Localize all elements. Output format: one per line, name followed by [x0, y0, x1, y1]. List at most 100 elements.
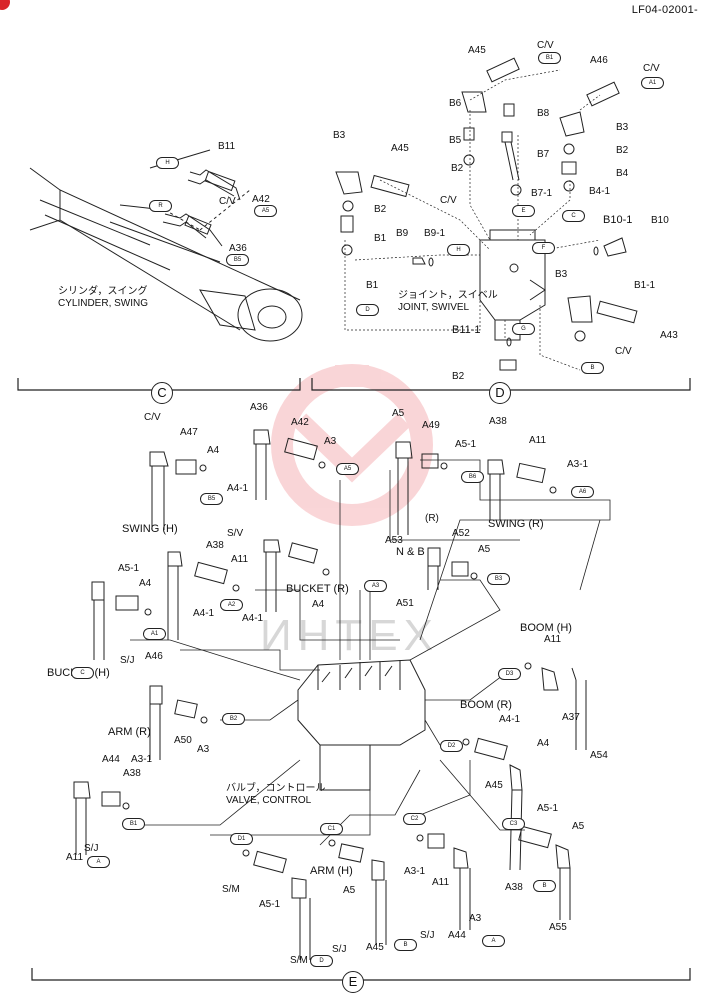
part-label: B2: [616, 145, 629, 156]
fittings-d: [335, 57, 638, 371]
hose-a42-c: [187, 169, 241, 201]
part-label: B1-1: [634, 280, 656, 291]
part-label: A4-1: [227, 483, 249, 494]
part-label: A45: [468, 45, 486, 56]
part-label: A36: [250, 402, 268, 413]
document-id: LF04-02001-: [631, 4, 698, 16]
connection-tag: B: [581, 362, 604, 374]
part-label: A38: [123, 768, 141, 779]
caption-cylinder-jp: シリンダ，スイング: [58, 286, 148, 297]
part-label: A45: [391, 143, 409, 154]
part-label: S/J: [120, 655, 135, 666]
connection-tag: C: [562, 210, 585, 222]
caption-joint-en: JOINT, SWIVEL: [398, 302, 470, 313]
part-label: A45: [366, 942, 384, 953]
connection-tag: A: [87, 856, 110, 868]
caption-cylinder-en: CYLINDER, SWING: [58, 298, 149, 309]
connection-tag: A1: [641, 77, 664, 89]
part-label: B9: [396, 228, 409, 239]
caption-joint-jp: ジョイント，スイベル: [398, 290, 498, 301]
connection-tag: B1: [122, 818, 145, 830]
part-label: A52: [452, 528, 470, 539]
part-label: A5-1: [259, 899, 281, 910]
part-label: C/V: [144, 412, 161, 423]
part-label: A37: [562, 712, 580, 723]
part-label: B7: [537, 149, 550, 160]
part-label: A42: [252, 194, 270, 205]
connection-tag: R: [149, 200, 172, 212]
part-label: A44: [448, 930, 466, 941]
connection-tag: B3: [487, 573, 510, 585]
part-label: A4: [312, 599, 325, 610]
part-label: A47: [180, 427, 198, 438]
part-label: B5: [449, 135, 462, 146]
part-label: A38: [505, 882, 523, 893]
hoses-e: [73, 429, 587, 960]
part-label: B10-1: [603, 214, 633, 226]
part-label: A5: [343, 885, 356, 896]
part-label: A5: [572, 821, 585, 832]
part-label: A4-1: [193, 608, 215, 619]
part-label: B2: [374, 204, 387, 215]
part-label: A4: [207, 445, 220, 456]
part-label: B6: [449, 98, 462, 109]
part-label: B4-1: [589, 186, 611, 197]
part-label: A11: [544, 634, 562, 645]
part-label: SWING (R): [488, 518, 544, 530]
part-label: A44: [102, 754, 120, 765]
part-label: A5-1: [118, 563, 140, 574]
part-label: B2: [452, 371, 465, 382]
part-label: ARM (H): [310, 865, 353, 877]
connection-tag: D1: [230, 833, 253, 845]
connection-tag: C1: [320, 823, 343, 835]
part-label: A38: [489, 416, 507, 427]
connection-tag: G: [512, 323, 535, 335]
part-label: C/V: [615, 346, 632, 357]
part-label: S/V: [227, 528, 244, 539]
connection-tag: H: [447, 244, 470, 256]
part-label: A50: [174, 735, 192, 746]
part-label: S/J: [420, 930, 435, 941]
part-label: A5: [478, 544, 491, 555]
part-label: A51: [396, 598, 414, 609]
part-label: C/V: [537, 40, 554, 51]
part-label: A3-1: [567, 459, 589, 470]
part-label: BUCKET (R): [286, 583, 349, 595]
part-label: BOOM (R): [460, 699, 512, 711]
connection-tag: B: [394, 939, 417, 951]
caption-valve-en: VALVE, CONTROL: [226, 795, 312, 806]
part-label: A11: [529, 435, 547, 446]
part-label: SWING (H): [122, 523, 178, 535]
connection-tag: B: [533, 880, 556, 892]
part-label: (R): [425, 513, 439, 524]
watermark-logo: [271, 364, 433, 526]
hose-a36-c: [162, 213, 223, 247]
connection-tag: D: [310, 955, 333, 967]
cylinder-swing: [29, 149, 303, 342]
part-label: B4: [616, 168, 629, 179]
connection-tag: B5: [200, 493, 223, 505]
part-label: ARM (R): [108, 726, 151, 738]
part-label: A3: [469, 913, 482, 924]
part-label: A38: [206, 540, 224, 551]
part-label: A4: [537, 738, 550, 749]
part-label: A11: [432, 877, 450, 888]
connection-tag: F: [532, 242, 555, 254]
part-label: A55: [549, 922, 567, 933]
part-label: A46: [590, 55, 608, 66]
part-label: A11: [66, 852, 84, 863]
part-label: B10: [651, 215, 669, 226]
connection-tag: E: [512, 205, 535, 217]
section-c-marker: C: [151, 382, 173, 404]
part-label: A11: [231, 554, 249, 565]
part-label: B1: [374, 233, 387, 244]
corner-marker: [0, 0, 10, 10]
connection-tag: C3: [502, 818, 525, 830]
part-label: A3-1: [131, 754, 153, 765]
connection-tag: C: [71, 667, 94, 679]
watermark-text: ИНТЕХ: [260, 611, 439, 660]
part-label: A4: [139, 578, 152, 589]
connection-tag: A5: [336, 463, 359, 475]
caption-valve-jp: バルブ，コントロール: [226, 783, 326, 794]
